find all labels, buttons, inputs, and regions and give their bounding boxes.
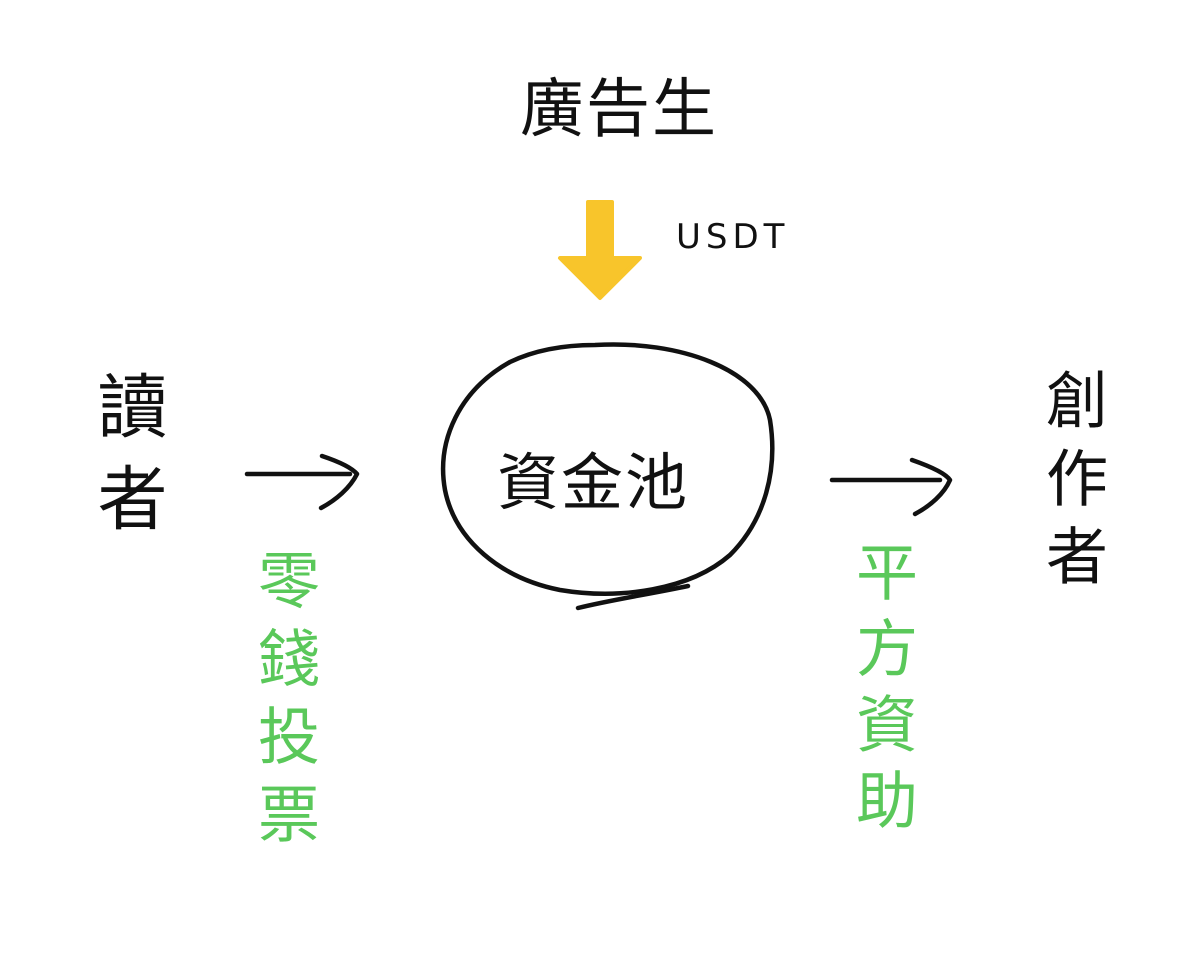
funding-edge-label: 平方資助 [845,540,918,844]
reader-arrow-head [318,453,360,511]
pool-node-label: 資金池 [497,446,690,519]
creator-node-label: 創作者 [1035,368,1108,602]
reader-node-label: 讀者 [86,370,168,554]
advertiser-node-label: 廣告生 [520,73,718,147]
voting-edge-label: 零錢投票 [247,548,320,860]
arrow-down-shaft [558,200,642,300]
pool-circle-outline [440,342,775,596]
usdt-edge-label: USDT [676,217,790,257]
creator-arrow-head [909,457,953,517]
pool-circle-tail [575,583,691,611]
